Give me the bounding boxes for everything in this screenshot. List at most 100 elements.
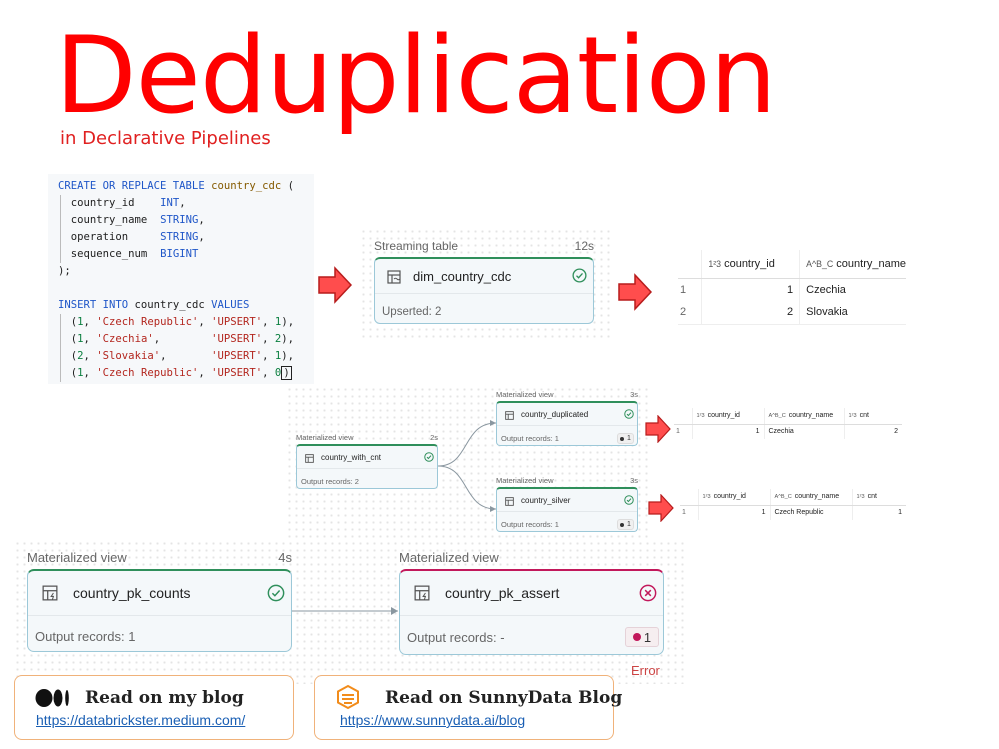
code-token: 'Czech Republic' [96, 316, 199, 328]
code-line: (1, 'Czech Republic', 'UPSERT', 1), [58, 314, 314, 331]
node-country-pk-assert[interactable]: country_pk_assert Output records: - 1 [399, 569, 664, 655]
code-token: , [83, 316, 97, 328]
node-name: country_pk_counts [73, 585, 191, 601]
code-line: ); [58, 263, 314, 280]
page-title: Deduplication [55, 14, 777, 137]
integer-type-icon: 1²3 [708, 258, 722, 269]
code-token: , [262, 316, 275, 328]
badge-count: 1 [627, 521, 631, 528]
node-duration: 12s [574, 239, 594, 253]
sunnydata-logo-icon [337, 684, 359, 710]
code-token: 'Czech Republic' [96, 367, 199, 379]
success-check-icon [572, 268, 587, 283]
node-name: country_pk_assert [445, 585, 560, 601]
table-row[interactable]: 2 2 Slovakia [678, 301, 906, 325]
streaming-table-icon [387, 270, 401, 284]
node-dim-country-cdc[interactable]: dim_country_cdc Upserted: 2 [374, 257, 594, 324]
code-token: VALUES [211, 299, 250, 311]
node-type-label: Materialized view [27, 550, 127, 565]
node-country-with-cnt[interactable]: country_with_cnt Output records: 2 [296, 444, 438, 489]
string-type-icon: A^B_C [806, 258, 834, 269]
medium-logo-icon [35, 689, 69, 707]
node-footer: Output records: 1 [501, 434, 559, 443]
page-subtitle: in Declarative Pipelines [60, 128, 271, 149]
code-line: (2, 'Slovakia', 'UPSERT', 1), [58, 348, 314, 365]
code-token: , [198, 316, 212, 328]
badge-count: 1 [627, 435, 631, 442]
node-country-silver[interactable]: country_silver Output records: 1 1 [496, 487, 638, 532]
code-line: (1, 'Czech Republic', 'UPSERT', 0) [58, 365, 314, 382]
code-token: country_cdc [134, 299, 212, 311]
integer-type-icon: 1²3 [696, 413, 705, 420]
code-token: ), [281, 333, 295, 345]
code-token: 1 [274, 316, 282, 328]
badge-dot-icon [620, 436, 625, 441]
record-badge[interactable]: 1 [617, 433, 634, 444]
blog-link-medium[interactable]: https://databrickster.medium.com/ [36, 712, 246, 728]
code-token: 0 [274, 367, 282, 379]
code-token: , [198, 367, 212, 379]
node-footer: Output records: 1 [35, 629, 136, 644]
code-token: 1 [77, 316, 84, 328]
record-badge[interactable]: 1 [617, 519, 634, 530]
node-duration: 2s [430, 433, 438, 442]
string-type-icon: A^B_C [768, 413, 786, 420]
code-token: ( [58, 367, 78, 379]
code-token: INT [160, 197, 180, 209]
node-divider [497, 511, 637, 512]
code-token: country_name [58, 214, 161, 226]
code-token: 'UPSERT' [211, 350, 263, 362]
integer-type-icon: 1²3 [702, 494, 711, 501]
code-token: , [160, 350, 212, 362]
code-line: sequence_num BIGINT [58, 246, 314, 263]
red-arrow-icon [645, 415, 671, 443]
red-arrow-icon [318, 266, 352, 304]
node-country-pk-counts[interactable]: country_pk_counts Output records: 1 [27, 569, 292, 652]
blog-card-sunnydata[interactable]: Read on SunnyData Blog https://www.sunny… [314, 675, 622, 740]
node-name: country_with_cnt [321, 453, 382, 462]
indent-guide [60, 195, 61, 263]
code-token: 'Slovakia' [96, 350, 161, 362]
table-row[interactable]: 1 1 Czech Republic 1 [680, 505, 906, 520]
code-token: 'UPSERT' [211, 367, 263, 379]
sql-code-block[interactable]: CREATE OR REPLACE TABLE country_cdc ( co… [48, 174, 314, 384]
table-row[interactable]: 1 1 Czechia 2 [674, 424, 902, 439]
node-divider [297, 468, 437, 469]
node-footer: Upserted: 2 [382, 306, 442, 318]
blog-link-sunnydata[interactable]: https://www.sunnydata.ai/blog [340, 712, 526, 728]
code-token: CREATE OR REPLACE TABLE [58, 180, 212, 192]
success-check-icon [424, 452, 434, 462]
node-duration: 4s [278, 550, 292, 565]
node-divider [28, 615, 291, 616]
error-dot-icon [632, 633, 641, 641]
blog-card-medium[interactable]: Read on my blog https://databrickster.me… [14, 675, 294, 740]
code-token: 'UPSERT' [211, 316, 263, 328]
code-token: , [83, 350, 97, 362]
node-footer: Output records: 2 [301, 477, 359, 486]
code-token: 'UPSERT' [211, 333, 263, 345]
code-token: sequence_num [58, 248, 161, 260]
materialized-view-icon [414, 585, 430, 601]
code-token: , [198, 231, 205, 243]
materialized-view-icon [42, 585, 58, 601]
node-type-label: Materialized view [496, 476, 554, 485]
code-token: 1 [274, 350, 282, 362]
node-type-label: Materialized view [399, 550, 499, 565]
code-token: INSERT INTO [58, 299, 135, 311]
error-badge[interactable]: 1 [625, 627, 659, 647]
code-token: ( [58, 316, 78, 328]
code-token: ( [58, 333, 78, 345]
table-row[interactable]: 1 1 Czechia [678, 278, 906, 301]
code-token: STRING [160, 214, 199, 226]
code-token: ( [281, 180, 295, 192]
node-name: dim_country_cdc [413, 269, 512, 284]
node-country-duplicated[interactable]: country_duplicated Output records: 1 1 [496, 401, 638, 446]
